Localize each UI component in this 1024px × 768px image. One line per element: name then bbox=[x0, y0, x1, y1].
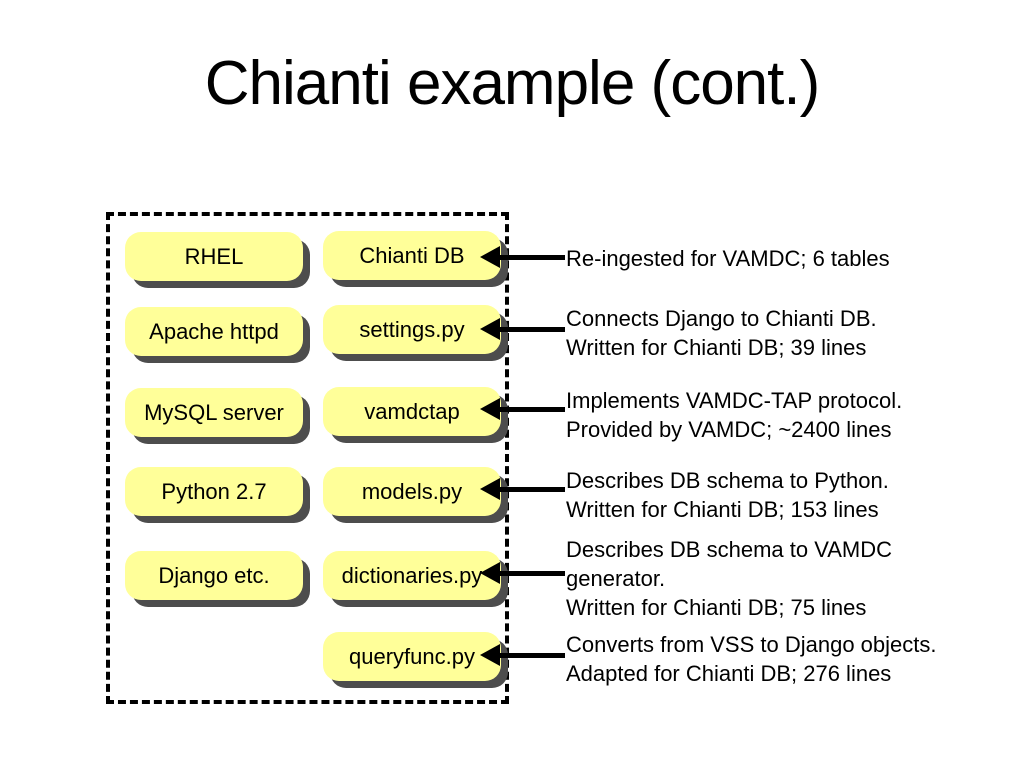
node-label: vamdctap bbox=[364, 398, 460, 424]
node-vamdctap: vamdctap bbox=[323, 387, 501, 436]
annotation-line: Re-ingested for VAMDC; 6 tables bbox=[566, 246, 890, 271]
node-mysql-server: MySQL server bbox=[125, 388, 303, 437]
arrowhead-left-icon bbox=[480, 644, 500, 666]
annotation-chianti-db: Re-ingested for VAMDC; 6 tables bbox=[566, 244, 1018, 273]
node-queryfunc-py: queryfunc.py bbox=[323, 632, 501, 681]
annotation-vamdctap: Implements VAMDC-TAP protocol. Provided … bbox=[566, 386, 1018, 444]
arrowhead-left-icon bbox=[480, 398, 500, 420]
annotation-arrow bbox=[480, 318, 565, 340]
node-label: models.py bbox=[361, 478, 463, 504]
node-label: Chianti DB bbox=[359, 242, 465, 268]
annotation-line: Describes DB schema to VAMDC bbox=[566, 537, 893, 562]
annotation-arrow bbox=[480, 562, 565, 584]
node-rhel: RHEL bbox=[125, 232, 303, 281]
annotation-models-py: Describes DB schema to Python. Written f… bbox=[566, 466, 1018, 524]
annotation-line: Written for Chianti DB; 39 lines bbox=[566, 335, 867, 360]
node-label: dictionaries.py bbox=[341, 562, 483, 588]
arrowhead-left-icon bbox=[480, 318, 500, 340]
arrow-shaft bbox=[498, 487, 565, 492]
annotation-line: generator. bbox=[566, 566, 666, 591]
node-label: settings.py bbox=[359, 316, 465, 342]
annotation-line: Connects Django to Chianti DB. bbox=[566, 306, 877, 331]
arrow-shaft bbox=[498, 653, 565, 658]
annotation-line: Written for Chianti DB; 153 lines bbox=[566, 497, 879, 522]
node-label: RHEL bbox=[184, 243, 244, 269]
arrow-shaft bbox=[498, 407, 565, 412]
annotation-dictionaries-py: Describes DB schema to VAMDC generator. … bbox=[566, 535, 1018, 622]
node-label: Apache httpd bbox=[149, 318, 279, 344]
annotation-line: Implements VAMDC-TAP protocol. bbox=[566, 388, 903, 413]
software-stack-dashed-box bbox=[106, 212, 509, 704]
arrow-shaft bbox=[498, 327, 565, 332]
annotation-arrow bbox=[480, 644, 565, 666]
node-models-py: models.py bbox=[323, 467, 501, 516]
node-python: Python 2.7 bbox=[125, 467, 303, 516]
annotation-line: Written for Chianti DB; 75 lines bbox=[566, 595, 867, 620]
node-settings-py: settings.py bbox=[323, 305, 501, 354]
node-label: queryfunc.py bbox=[349, 643, 475, 669]
node-label: MySQL server bbox=[144, 399, 284, 425]
slide-title: Chianti example (cont.) bbox=[204, 49, 821, 118]
annotation-line: Adapted for Chianti DB; 276 lines bbox=[566, 661, 892, 686]
node-label: Python 2.7 bbox=[161, 478, 267, 504]
arrow-shaft bbox=[498, 571, 565, 576]
annotation-line: Provided by VAMDC; ~2400 lines bbox=[566, 417, 892, 442]
arrowhead-left-icon bbox=[480, 246, 500, 268]
annotation-queryfunc-py: Converts from VSS to Django objects. Ada… bbox=[566, 630, 1018, 688]
annotation-line: Converts from VSS to Django objects. bbox=[566, 632, 937, 657]
node-label: Django etc. bbox=[158, 562, 270, 588]
annotation-line: Describes DB schema to Python. bbox=[566, 468, 889, 493]
node-dictionaries-py: dictionaries.py bbox=[323, 551, 501, 600]
arrow-shaft bbox=[498, 255, 565, 260]
annotation-arrow bbox=[480, 478, 565, 500]
arrowhead-left-icon bbox=[480, 562, 500, 584]
annotation-arrow bbox=[480, 398, 565, 420]
node-chianti-db: Chianti DB bbox=[323, 231, 501, 280]
annotation-settings-py: Connects Django to Chianti DB. Written f… bbox=[566, 304, 1018, 362]
node-django: Django etc. bbox=[125, 551, 303, 600]
node-apache-httpd: Apache httpd bbox=[125, 307, 303, 356]
arrowhead-left-icon bbox=[480, 478, 500, 500]
annotation-arrow bbox=[480, 246, 565, 268]
